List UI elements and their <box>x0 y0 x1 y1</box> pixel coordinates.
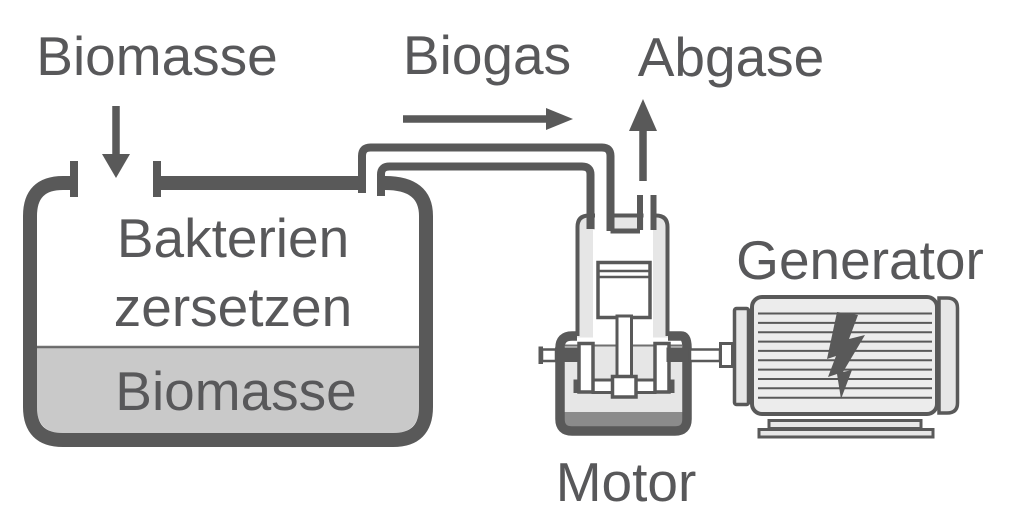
fermenter-tank <box>23 161 433 447</box>
label-biomass-input: Biomasse <box>36 25 278 87</box>
label-abgase: Abgase <box>637 26 825 88</box>
arrow-head <box>102 154 130 178</box>
label-generator: Generator <box>736 229 984 291</box>
generator-base-bottom <box>757 428 935 439</box>
label-biogas: Biogas <box>402 24 572 86</box>
tank-biomass-fill <box>37 347 419 433</box>
shaft-stub-left <box>540 348 558 363</box>
tank-text-line1: Bakterien <box>116 207 350 269</box>
generator-illustration <box>732 295 960 439</box>
tank-text-line2: zersetzen <box>113 276 353 338</box>
pipe-outer-wall <box>358 143 615 231</box>
intake-channel <box>595 170 607 232</box>
drive-shaft <box>688 348 722 363</box>
shaft-coupling <box>719 342 734 368</box>
piston-rings <box>598 269 650 279</box>
label-motor: Motor <box>555 451 697 513</box>
biomass-input-arrow-icon <box>102 106 130 178</box>
crank-pin-nub-left <box>573 379 579 393</box>
generator-end-plate <box>732 306 751 407</box>
motor-illustration <box>538 170 734 436</box>
arrow-head <box>546 108 573 130</box>
generator-end-cap <box>937 296 960 415</box>
exhaust-flow-arrow-icon <box>629 99 657 181</box>
generator-base-top <box>767 419 923 430</box>
main-bearing-left <box>555 347 579 362</box>
flywheel-left <box>577 341 595 394</box>
connecting-rod <box>615 314 633 380</box>
main-bearing-right <box>666 347 690 362</box>
tank-text-line3: Biomasse <box>115 360 357 422</box>
pipe-inner-wall <box>377 162 595 229</box>
big-end-bearing <box>610 374 638 399</box>
crankcase-outline <box>555 331 692 436</box>
arrow-head <box>629 99 657 131</box>
exhaust-channel <box>643 195 651 232</box>
flywheel-right <box>653 341 671 394</box>
lightning-bolt-icon <box>827 312 865 399</box>
biogas-pipe <box>358 143 657 234</box>
tank-wall <box>23 176 433 447</box>
shaft-stub-cap <box>538 346 543 364</box>
biogas-flow-arrow-icon <box>403 108 573 130</box>
crank-pin-nub-right <box>669 379 675 393</box>
